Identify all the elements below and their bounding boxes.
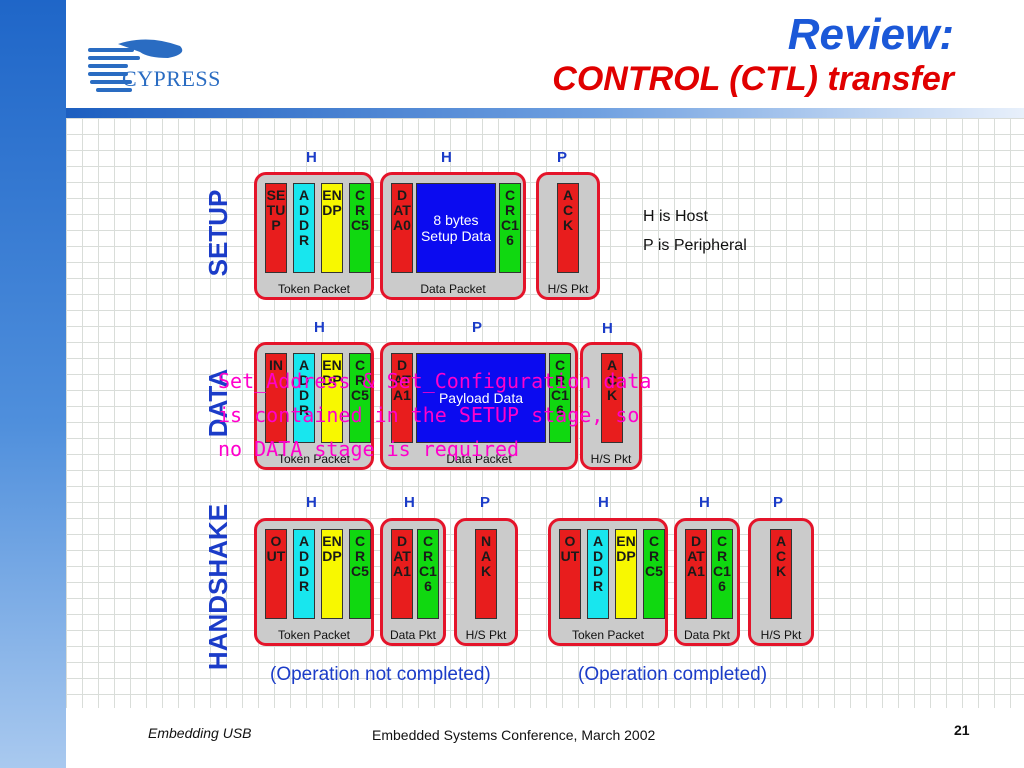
field-data1: DATA1 [685, 529, 707, 619]
packet-label: Token Packet [277, 452, 351, 466]
packet-label: H/S Pkt [590, 452, 632, 466]
field-crc5: CRC5 [349, 353, 371, 443]
role-label: P [472, 319, 483, 336]
field-ack: ACK [601, 353, 623, 443]
data-data-packet: DATA1 Payload Data CRC16 Data Packet [380, 342, 578, 470]
packet-label: H/S Pkt [465, 628, 507, 642]
field-in: IN [265, 353, 287, 443]
page-number: 21 [954, 722, 970, 738]
cypress-logo-icon [88, 39, 183, 92]
packet-label: Data Packet [446, 452, 512, 466]
field-crc16: CRC16 [549, 353, 571, 443]
stage-label-handshake: HANDSHAKE [203, 503, 233, 671]
field-addr: ADDR [293, 353, 315, 443]
packet-label: Data Pkt [683, 628, 731, 642]
data-token-packet: IN ADDR ENDP CRC5 Token Packet [254, 342, 374, 470]
field-nak: NAK [475, 529, 497, 619]
field-crc16: CRC16 [417, 529, 439, 619]
setup-hs-packet: ACK H/S Pkt [536, 172, 600, 300]
role-label: P [773, 494, 784, 511]
footer-center: Embedded Systems Conference, March 2002 [372, 727, 656, 743]
slide-subtitle: CONTROL (CTL) transfer [552, 60, 954, 98]
field-ack: ACK [557, 183, 579, 273]
role-label: P [480, 494, 491, 511]
role-label: H [306, 494, 317, 511]
overlay-line: no DATA stage is required [218, 437, 520, 461]
field-addr: ADDR [293, 183, 315, 273]
setup-token-packet: SETUP ADDR ENDP CRC5 Token Packet [254, 172, 374, 300]
field-crc5: CRC5 [349, 183, 371, 273]
hs-right-hs-packet: ACK H/S Pkt [748, 518, 814, 646]
legend-host: H is Host [643, 208, 708, 225]
packet-label: Token Packet [277, 628, 351, 642]
stage-label-setup: SETUP [203, 189, 233, 277]
packet-label: Token Packet [277, 282, 351, 296]
role-label: H [306, 149, 317, 166]
role-label: P [557, 149, 568, 166]
field-out: OUT [265, 529, 287, 619]
hs-left-hs-packet: NAK H/S Pkt [454, 518, 518, 646]
caption-not-completed: (Operation not completed) [270, 664, 491, 685]
field-data1: DATA1 [391, 529, 413, 619]
field-endp: ENDP [321, 529, 343, 619]
field-addr: ADDR [587, 529, 609, 619]
field-crc16: CRC16 [499, 183, 521, 273]
packet-label: H/S Pkt [547, 282, 589, 296]
role-label: H [404, 494, 415, 511]
role-label: H [441, 149, 452, 166]
field-data0: DATA0 [391, 183, 413, 273]
left-decor-bar [0, 0, 66, 768]
data-payload: Payload Data [416, 353, 546, 443]
field-data1: DATA1 [391, 353, 413, 443]
packet-label: H/S Pkt [760, 628, 802, 642]
hs-left-data-packet: DATA1 CRC16 Data Pkt [380, 518, 446, 646]
overlay-line: is contained in the SETUP stage, so [218, 403, 640, 427]
field-crc5: CRC5 [349, 529, 371, 619]
setup-data-packet: DATA0 8 bytes Setup Data CRC16 Data Pack… [380, 172, 526, 300]
field-endp: ENDP [321, 183, 343, 273]
caption-completed: (Operation completed) [578, 664, 768, 685]
field-addr: ADDR [293, 529, 315, 619]
field-setup: SETUP [265, 183, 287, 273]
packet-label: Data Packet [420, 282, 486, 296]
role-label: H [699, 494, 710, 511]
header-divider [66, 108, 1024, 118]
hs-left-token-packet: OUT ADDR ENDP CRC5 Token Packet [254, 518, 374, 646]
data-hs-packet: ACK H/S Pkt [580, 342, 642, 470]
setup-payload: 8 bytes Setup Data [416, 183, 496, 273]
field-out: OUT [559, 529, 581, 619]
hs-right-token-packet: OUT ADDR ENDP CRC5 Token Packet [548, 518, 668, 646]
packet-label: Data Pkt [389, 628, 437, 642]
slide-title: Review: [787, 10, 954, 59]
legend-peripheral: P is Peripheral [643, 237, 747, 254]
field-crc5: CRC5 [643, 529, 665, 619]
role-label: H [314, 319, 325, 336]
role-label: H [602, 320, 613, 337]
field-endp: ENDP [615, 529, 637, 619]
field-ack: ACK [770, 529, 792, 619]
field-endp: ENDP [321, 353, 343, 443]
overlay-line: Set_Address & Set_Configuration data [218, 369, 652, 393]
packet-label: Token Packet [571, 628, 645, 642]
field-crc16: CRC16 [711, 529, 733, 619]
hs-right-data-packet: DATA1 CRC16 Data Pkt [674, 518, 740, 646]
logo-text: CYPRESS [122, 66, 221, 91]
footer-left: Embedding USB [148, 725, 252, 741]
role-label: H [598, 494, 609, 511]
